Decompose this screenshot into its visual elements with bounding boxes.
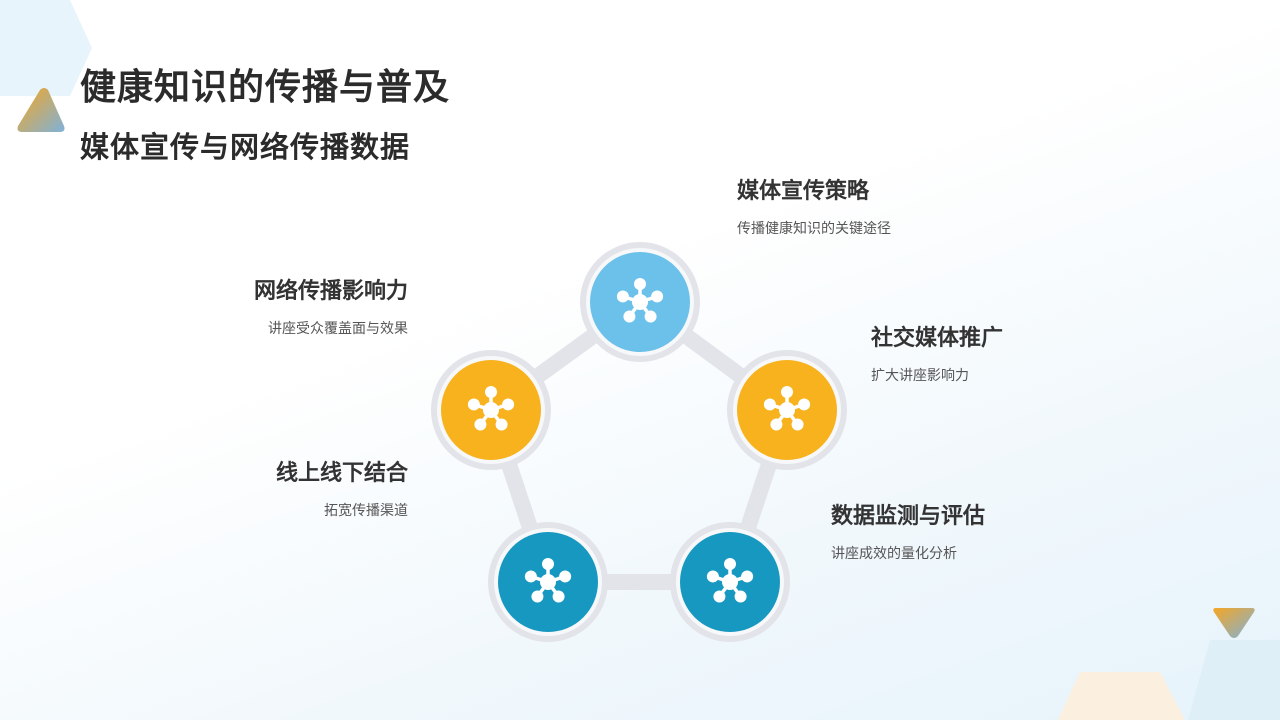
node-network-influence (431, 350, 551, 470)
node-label-network-influence: 网络传播影响力 讲座受众覆盖面与效果 (148, 278, 408, 338)
node-online-offline (488, 522, 608, 642)
triangle-decoration-left (17, 88, 65, 132)
triangle-decoration-right (1213, 608, 1255, 638)
node-label-social-media: 社交媒体推广 扩大讲座影响力 (871, 325, 1131, 385)
node-description: 讲座成效的量化分析 (831, 546, 957, 562)
node-title: 社交媒体推广 (871, 326, 1004, 351)
node-title: 网络传播影响力 (253, 279, 408, 304)
network-icon (706, 558, 754, 603)
network-icon (763, 386, 811, 431)
node-title: 线上线下结合 (275, 461, 408, 486)
network-icon (467, 386, 515, 431)
node-label-media-strategy: 媒体宣传策略 传播健康知识的关键途径 (737, 178, 997, 238)
node-label-online-offline: 线上线下结合 拓宽传播渠道 (148, 460, 408, 520)
network-icon (616, 278, 664, 323)
page-title: 健康知识的传播与普及 (80, 67, 451, 108)
node-social-media (727, 350, 847, 470)
hexagon-decoration-bottom-orange (1058, 672, 1185, 720)
node-label-data-monitoring: 数据监测与评估 讲座成效的量化分析 (831, 503, 1091, 563)
node-media-strategy (580, 242, 700, 362)
node-description: 拓宽传播渠道 (324, 503, 408, 519)
node-data-monitoring (670, 522, 790, 642)
node-description: 传播健康知识的关键途径 (737, 221, 891, 237)
network-icon (524, 558, 572, 603)
node-title: 数据监测与评估 (831, 504, 986, 529)
hexagon-decoration-bottom-right (1188, 640, 1280, 720)
hexagon-decoration-top-left (0, 0, 92, 96)
page-subtitle: 媒体宣传与网络传播数据 (80, 130, 411, 164)
node-title: 媒体宣传策略 (737, 179, 870, 204)
node-description: 讲座受众覆盖面与效果 (268, 321, 408, 337)
node-description: 扩大讲座影响力 (871, 368, 969, 384)
node-group (431, 242, 847, 642)
